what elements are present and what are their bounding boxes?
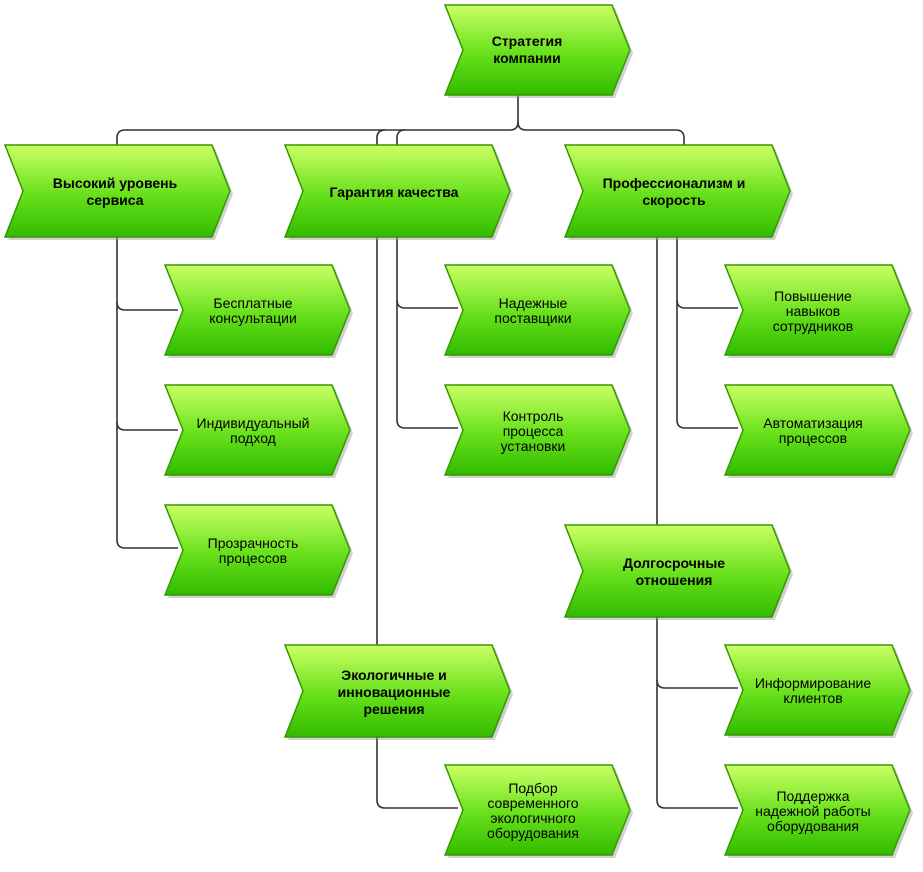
connector-line-1 [517, 121, 685, 145]
connector-line-8 [396, 299, 458, 309]
node-branch-professionalism-shape [563, 144, 791, 238]
node-process-transparency-shape [163, 504, 351, 596]
connector-line-15 [656, 679, 738, 689]
connector-line-6 [116, 421, 178, 431]
node-process-automation-shape [723, 384, 911, 476]
node-staff-skills-shape [723, 264, 911, 356]
connector-line-11 [676, 237, 738, 429]
node-installation-control-shape [443, 384, 631, 476]
node-root-shape [443, 4, 631, 96]
node-branch-service-shape [3, 144, 231, 238]
connector-line-4 [116, 237, 178, 549]
connector-line-3 [396, 129, 406, 145]
node-eco-equipment-shape [443, 764, 631, 856]
connectors [116, 95, 738, 809]
node-free-consultations-shape [163, 264, 351, 356]
connector-line-5 [116, 301, 178, 311]
connector-line-7 [396, 237, 458, 429]
connector-line-0 [116, 95, 519, 145]
node-branch-quality-shape [283, 144, 511, 238]
node-eco-solutions-shape [283, 644, 511, 738]
connector-line-2 [376, 129, 386, 145]
node-client-informing-shape [723, 644, 911, 736]
node-reliable-suppliers-shape [443, 264, 631, 356]
shapes [3, 4, 913, 858]
connector-line-10 [376, 737, 458, 809]
node-long-term-relations-shape [563, 524, 791, 618]
node-individual-approach-shape [163, 384, 351, 476]
connector-line-12 [676, 299, 738, 309]
connector-line-14 [656, 617, 738, 809]
node-equipment-support-shape [723, 764, 911, 856]
